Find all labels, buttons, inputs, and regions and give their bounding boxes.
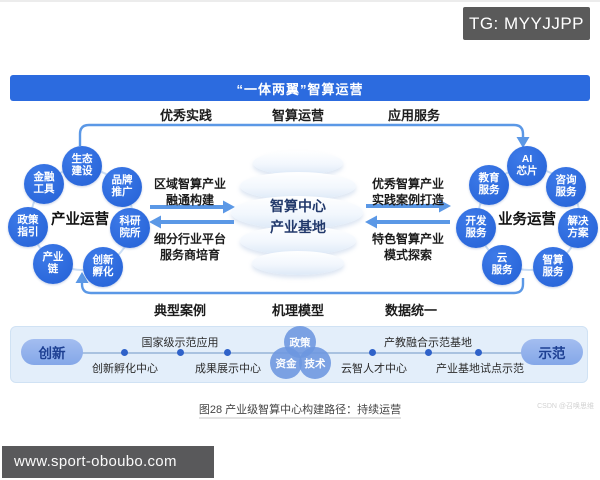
label-left-to-center: 区域智算产业 融通构建 xyxy=(153,177,226,208)
bubble-smart-computing: 智算 服务 xyxy=(533,247,573,287)
center-disc-2 xyxy=(240,172,356,200)
tg-contact-badge: TG: MYYJJPP xyxy=(463,7,590,40)
timeline-dot xyxy=(177,349,184,356)
timeline-dot xyxy=(369,349,376,356)
bubble-consulting: 咨询 服务 xyxy=(546,167,586,207)
top-flow-label-1: 优秀实践 xyxy=(159,108,212,123)
bubble-research: 科研 院所 xyxy=(110,208,150,248)
bubble-policy: 政策 指引 xyxy=(8,207,48,247)
center-disc-5 xyxy=(252,251,344,275)
top-flow-label-3: 应用服务 xyxy=(387,108,440,123)
bubble-education: 教育 服务 xyxy=(469,165,509,205)
bubble-ecosystem: 生态 建设 xyxy=(62,146,102,186)
diagram-title-banner: “一体两翼”智算运营 xyxy=(10,75,590,101)
bubble-industry-chain: 产业 链 xyxy=(33,244,73,284)
timeline-dot xyxy=(425,349,432,356)
top-flow-label-2: 智算运营 xyxy=(271,108,324,123)
venn-capital: 资金 xyxy=(270,347,302,379)
label-right-to-center: 特色智算产业 模式探索 xyxy=(371,232,444,263)
label-center-to-right: 优秀智算产业 实践案例打造 xyxy=(371,177,444,208)
timeline-dot xyxy=(121,349,128,356)
site-url-bar: www.sport-oboubo.com xyxy=(2,446,214,478)
bubble-incubation: 创新 孵化 xyxy=(83,247,123,287)
bottom-flow-label-1: 典型案例 xyxy=(153,303,206,318)
center-disc-1 xyxy=(253,151,343,175)
bubble-development: 开发 服务 xyxy=(456,208,496,248)
figure-caption-text: 图28 产业级智算中心构建路径：持续运营 xyxy=(198,404,402,419)
venn-tech: 技术 xyxy=(299,347,331,379)
timeline-start-pill: 创新 xyxy=(21,339,83,365)
center-disc-3 xyxy=(231,196,363,229)
bubble-finance: 金融 工具 xyxy=(24,164,64,204)
center-disc-4 xyxy=(240,226,356,255)
center-base-label: 智算中心 产业基地 xyxy=(270,198,326,235)
arrow-right-to-center xyxy=(365,215,377,229)
timeline-end-pill: 示范 xyxy=(521,339,583,365)
figure-caption: 图28 产业级智算中心构建路径：持续运营 xyxy=(0,401,600,419)
milestone-edu-base: 产教融合示范基地 xyxy=(384,337,472,349)
left-cluster-label: 产业运营 xyxy=(51,212,109,228)
bottom-flow-label-3: 数据统一 xyxy=(384,303,437,318)
bubble-brand: 品牌 推广 xyxy=(102,167,142,207)
bubble-ai-chip: AI 芯片 xyxy=(507,146,547,186)
csdn-watermark: CSDN @召唤思维 xyxy=(537,403,594,410)
arrow-center-to-left xyxy=(149,215,161,229)
bubble-cloud: 云 服务 xyxy=(482,245,522,285)
bubble-solutions: 解决 方案 xyxy=(558,208,598,248)
milestone-achievement-center: 成果展示中心 xyxy=(195,363,261,375)
timeline-dot xyxy=(475,349,482,356)
milestone-incubation-center: 创新孵化中心 xyxy=(92,363,158,375)
milestone-national-demo: 国家级示范应用 xyxy=(141,337,219,349)
timeline-dot xyxy=(224,349,231,356)
bottom-flow-label-2: 机理模型 xyxy=(271,303,324,318)
right-cluster-label: 业务运营 xyxy=(498,212,556,228)
milestone-pilot-demo: 产业基地试点示范 xyxy=(436,363,524,375)
label-center-to-left: 细分行业平台 服务商培育 xyxy=(153,232,226,263)
milestone-talent-center: 云智人才中心 xyxy=(341,363,407,375)
top-divider xyxy=(0,0,600,2)
